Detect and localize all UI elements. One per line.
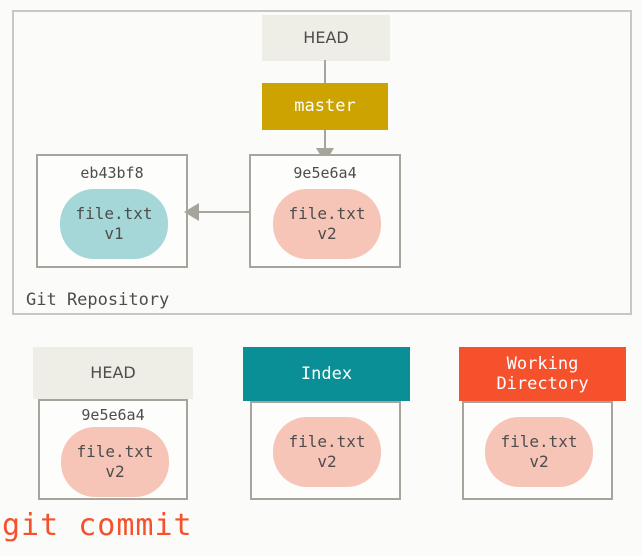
area-header-line2: Directory (496, 374, 589, 394)
blob-version: v2 (317, 224, 337, 243)
blob-filename: file.txt (76, 442, 154, 461)
blob-file-v1: file.txt v1 (60, 189, 168, 259)
area-header-head: HEAD (33, 347, 193, 399)
blob-file-v2: file.txt v2 (273, 417, 381, 487)
head-ref-box: HEAD (262, 15, 390, 61)
area-body-working-directory: file.txt v2 (462, 401, 613, 500)
head-to-master-connector (324, 60, 326, 84)
blob-filename: file.txt (500, 432, 578, 451)
blob-version: v2 (317, 452, 337, 471)
blob-version: v1 (104, 224, 124, 243)
commit-sha-label: 9e5e6a4 (293, 164, 357, 182)
master-to-commit-connector (324, 130, 326, 152)
diagram-caption: git commit (2, 508, 193, 543)
blob-filename: file.txt (288, 204, 366, 223)
area-sha-label: 9e5e6a4 (81, 406, 145, 424)
commit-parent-arrowhead (184, 203, 199, 221)
blob-file-v2: file.txt v2 (485, 417, 593, 487)
blob-file-v2: file.txt v2 (61, 427, 169, 497)
commit-sha-label: eb43bf8 (80, 164, 144, 182)
area-body-index: file.txt v2 (250, 401, 401, 500)
area-header-index: Index (243, 347, 410, 401)
blob-version: v2 (105, 462, 125, 481)
area-header-working-directory: Working Directory (459, 347, 626, 401)
commit-parent-connector (190, 211, 252, 213)
commit-box-9e5e6a4: 9e5e6a4 file.txt v2 (249, 154, 401, 268)
blob-filename: file.txt (288, 432, 366, 451)
git-repository-label: Git Repository (26, 290, 170, 310)
area-header-line1: Working (506, 353, 579, 374)
commit-box-eb43bf8: eb43bf8 file.txt v1 (36, 154, 188, 268)
area-body-head: 9e5e6a4 file.txt v2 (38, 399, 188, 500)
blob-filename: file.txt (75, 204, 153, 223)
master-branch-box: master (262, 83, 388, 130)
blob-version: v2 (529, 452, 549, 471)
blob-file-v2: file.txt v2 (273, 189, 381, 259)
